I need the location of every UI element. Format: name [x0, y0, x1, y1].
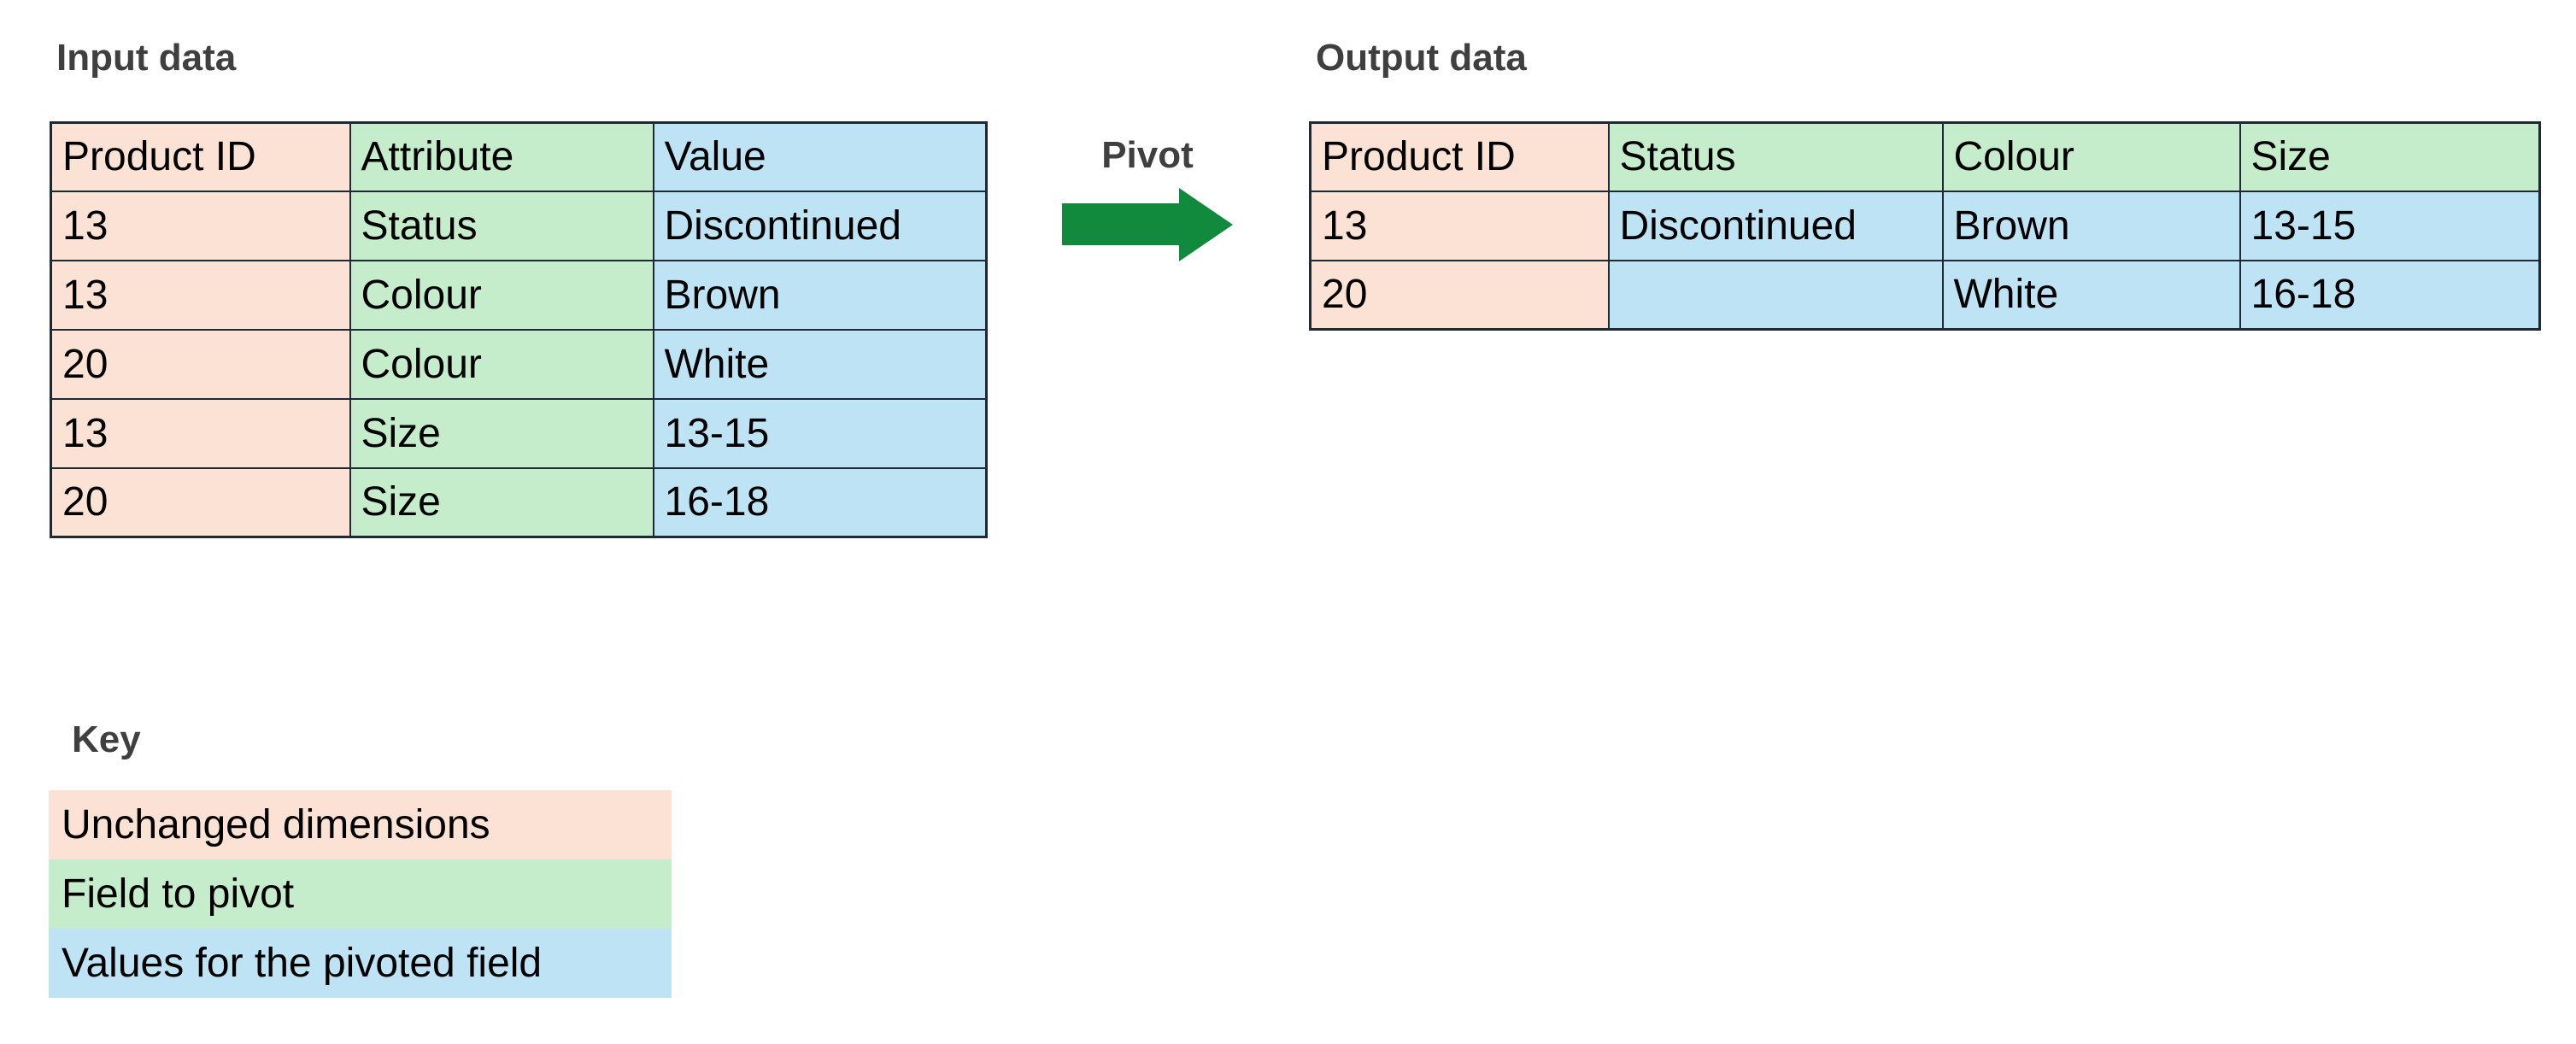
- input-cell-attribute: Size: [349, 466, 654, 538]
- input-cell-value: White: [652, 328, 988, 400]
- input-data-title: Input data: [56, 37, 237, 79]
- input-cell-attribute: Status: [349, 190, 654, 261]
- output-cell-status: [1607, 259, 1944, 331]
- input-cell-attribute: Colour: [349, 328, 654, 400]
- table-row: 13 Status Discontinued: [50, 190, 988, 261]
- table-row: 20 Colour White: [50, 328, 988, 400]
- key-item-unchanged-dimensions: Unchanged dimensions: [49, 790, 672, 859]
- output-header-product-id: Product ID: [1309, 121, 1610, 192]
- output-table: Product ID Status Colour Size 13 Discont…: [1309, 121, 2541, 331]
- input-header-attribute: Attribute: [349, 121, 654, 192]
- output-header-row: Product ID Status Colour Size: [1309, 121, 2541, 192]
- input-cell-product-id: 13: [50, 259, 351, 331]
- table-row: 13 Size 13-15: [50, 397, 988, 469]
- key-item-field-to-pivot: Field to pivot: [49, 859, 672, 929]
- input-cell-product-id: 20: [50, 328, 351, 400]
- output-cell-size: 13-15: [2239, 190, 2541, 261]
- key-legend: Unchanged dimensions Field to pivot Valu…: [49, 790, 672, 998]
- output-header-status: Status: [1607, 121, 1944, 192]
- input-cell-value: 13-15: [652, 397, 988, 469]
- input-cell-value: Brown: [652, 259, 988, 331]
- pivot-arrow-icon: [1062, 188, 1233, 261]
- output-cell-product-id: 20: [1309, 259, 1610, 331]
- table-row: 13 Colour Brown: [50, 259, 988, 331]
- output-data-title: Output data: [1316, 37, 1527, 79]
- key-title: Key: [72, 718, 141, 760]
- output-cell-product-id: 13: [1309, 190, 1610, 261]
- input-cell-attribute: Size: [349, 397, 654, 469]
- input-cell-value: 16-18: [652, 466, 988, 538]
- input-cell-product-id: 20: [50, 466, 351, 538]
- input-table: Product ID Attribute Value 13 Status Dis…: [50, 121, 988, 538]
- output-header-colour: Colour: [1941, 121, 2241, 192]
- key-item-pivoted-values: Values for the pivoted field: [49, 929, 672, 998]
- output-cell-size: 16-18: [2239, 259, 2541, 331]
- pivot-label: Pivot: [1101, 134, 1194, 176]
- table-row: 20 Size 16-18: [50, 466, 988, 538]
- input-header-row: Product ID Attribute Value: [50, 121, 988, 192]
- input-cell-product-id: 13: [50, 397, 351, 469]
- output-cell-colour: White: [1941, 259, 2241, 331]
- input-cell-product-id: 13: [50, 190, 351, 261]
- output-header-size: Size: [2239, 121, 2541, 192]
- input-cell-value: Discontinued: [652, 190, 988, 261]
- input-cell-attribute: Colour: [349, 259, 654, 331]
- table-row: 13 Discontinued Brown 13-15: [1309, 190, 2541, 261]
- input-header-product-id: Product ID: [50, 121, 351, 192]
- table-row: 20 White 16-18: [1309, 259, 2541, 331]
- input-header-value: Value: [652, 121, 988, 192]
- output-cell-colour: Brown: [1941, 190, 2241, 261]
- output-cell-status: Discontinued: [1607, 190, 1944, 261]
